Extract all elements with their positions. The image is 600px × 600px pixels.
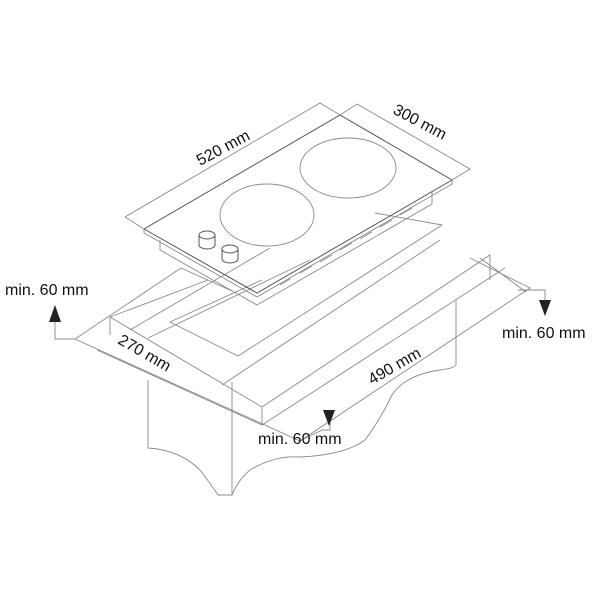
dimension-lines bbox=[54, 102, 546, 442]
small-burner bbox=[219, 183, 315, 247]
large-burner bbox=[299, 137, 397, 199]
hob bbox=[142, 114, 453, 306]
clearance-arrows bbox=[49, 300, 551, 426]
clearance-front-label: min. 60 mm bbox=[258, 431, 342, 448]
clearance-right-label: min. 60 mm bbox=[502, 325, 586, 342]
arrow-down-icon bbox=[323, 410, 335, 426]
cutout-depth-label: 270 mm bbox=[115, 332, 174, 376]
hob-width-label: 520 mm bbox=[194, 127, 253, 169]
hob-depth-label: 300 mm bbox=[390, 102, 449, 144]
knob-2 bbox=[221, 244, 239, 264]
arrow-down-icon bbox=[539, 300, 551, 316]
arrow-up-icon bbox=[49, 305, 61, 322]
cabinet bbox=[147, 300, 457, 496]
knob-1 bbox=[198, 230, 216, 250]
hob-vents bbox=[279, 207, 413, 286]
cutout-width-label: 490 mm bbox=[366, 345, 425, 389]
clearance-left-label: min. 60 mm bbox=[5, 282, 89, 299]
countertop bbox=[74, 212, 531, 442]
